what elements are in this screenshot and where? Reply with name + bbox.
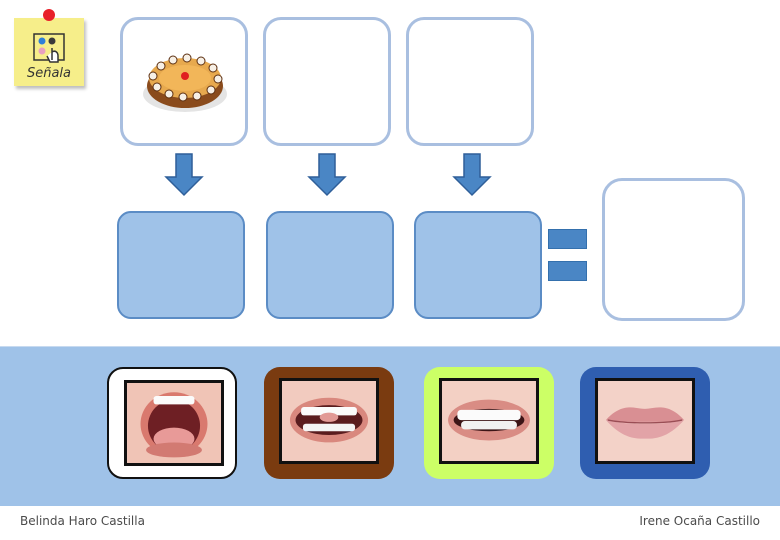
arrow-down-icon <box>452 153 492 197</box>
picture-box-2[interactable] <box>263 17 391 146</box>
pointing-hand-icon <box>33 33 65 63</box>
mouth-card-open[interactable] <box>107 367 237 479</box>
mouth-smile-image <box>439 378 539 464</box>
drop-box-1[interactable] <box>117 211 245 319</box>
equals-bar-top <box>548 229 587 249</box>
senala-label: Señala <box>26 66 72 81</box>
arrow-down-icon <box>164 153 204 197</box>
mouth-open-image <box>124 380 224 466</box>
mouth-card-smile[interactable] <box>424 367 554 479</box>
footer-right-author: Irene Ocaña Castillo <box>639 514 760 528</box>
mouth-card-tongue[interactable] <box>264 367 394 479</box>
drop-box-2[interactable] <box>266 211 394 319</box>
equals-bar-bottom <box>548 261 587 281</box>
mouth-card-closed[interactable] <box>580 367 710 479</box>
pin-icon <box>43 9 55 21</box>
mouth-closed-image <box>595 378 695 464</box>
arrow-down-icon <box>307 153 347 197</box>
mouth-tongue-image <box>279 378 379 464</box>
drop-box-3[interactable] <box>414 211 542 319</box>
footer-left-author: Belinda Haro Castilla <box>20 514 145 528</box>
senala-note: Señala <box>14 9 84 86</box>
picture-box-1[interactable] <box>120 17 248 146</box>
result-box[interactable] <box>602 178 745 321</box>
cake-image <box>143 53 227 112</box>
picture-box-3[interactable] <box>406 17 534 146</box>
